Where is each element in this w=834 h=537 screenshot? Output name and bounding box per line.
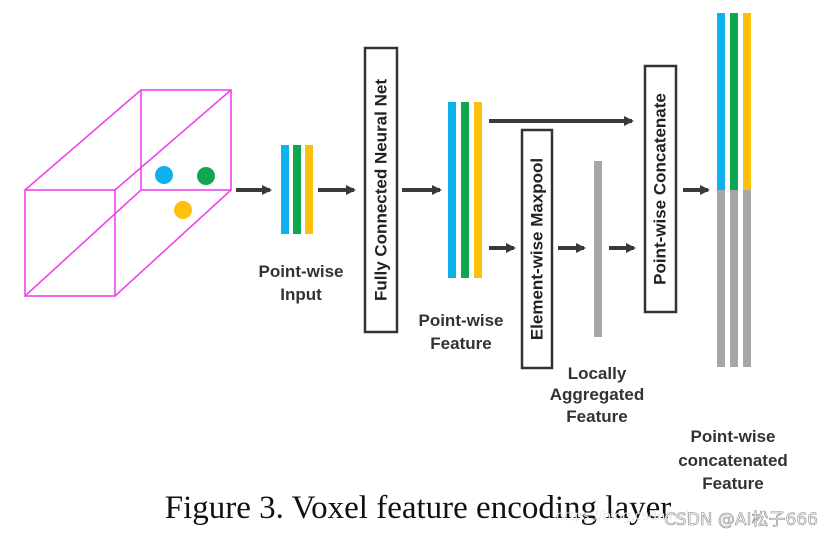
blue-point	[155, 166, 173, 184]
voxel-edge-bottom-right	[114, 189, 232, 297]
feature-bar-green	[461, 102, 469, 278]
label-aggregated-1: Locally	[568, 364, 627, 383]
output-bar-gray-1	[717, 190, 725, 367]
voxel-box	[24, 89, 232, 297]
input-bar-yellow	[305, 145, 313, 234]
voxel-front-face	[24, 189, 116, 297]
concatenate-label: Point-wise Concatenate	[651, 93, 670, 285]
output-bar-gray-2	[730, 190, 738, 367]
feature-bar-blue	[448, 102, 456, 278]
concatenated-feature-bars	[717, 13, 751, 367]
yellow-point	[174, 201, 192, 219]
input-bar-blue	[281, 145, 289, 234]
output-bar-gray-3	[743, 190, 751, 367]
label-point-wise-feature-2: Feature	[430, 334, 491, 353]
point-wise-feature-bars	[448, 102, 482, 278]
voxel-back-face	[140, 89, 232, 191]
fcn-label: Fully Connected Neural Net	[372, 79, 391, 301]
label-aggregated-2: Aggregated	[550, 385, 644, 404]
fcn-block	[363, 46, 399, 334]
aggregated-feature-bar	[594, 161, 602, 337]
maxpool-label: Element-wise Maxpool	[528, 158, 547, 340]
label-point-wise-input-1: Point-wise	[258, 262, 343, 281]
point-wise-input-bars	[281, 145, 313, 234]
label-concatenated-3: Feature	[702, 474, 763, 493]
output-bar-green	[730, 13, 738, 190]
label-point-wise-feature-1: Point-wise	[418, 311, 503, 330]
input-bar-green	[293, 145, 301, 234]
maxpool-block	[520, 128, 554, 370]
label-concatenated-1: Point-wise	[690, 427, 775, 446]
label-concatenated-2: concatenated	[678, 451, 788, 470]
voxel-edge-top-right	[114, 89, 232, 191]
voxel-edge-bottom-left	[24, 189, 142, 297]
watermark-faint: https://blog.csdn.net	[556, 509, 691, 524]
feature-bar-yellow	[474, 102, 482, 278]
figure-caption: Figure 3. Voxel feature encoding layer	[165, 490, 671, 526]
output-bar-blue	[717, 13, 725, 190]
concatenate-block	[643, 64, 678, 314]
green-point	[197, 167, 215, 185]
voxel-edge-top-left	[24, 89, 142, 191]
watermark: CSDN @AI松子666	[664, 510, 818, 530]
label-point-wise-input-2: Input	[280, 285, 322, 304]
output-bar-yellow	[743, 13, 751, 190]
label-aggregated-3: Feature	[566, 407, 627, 426]
